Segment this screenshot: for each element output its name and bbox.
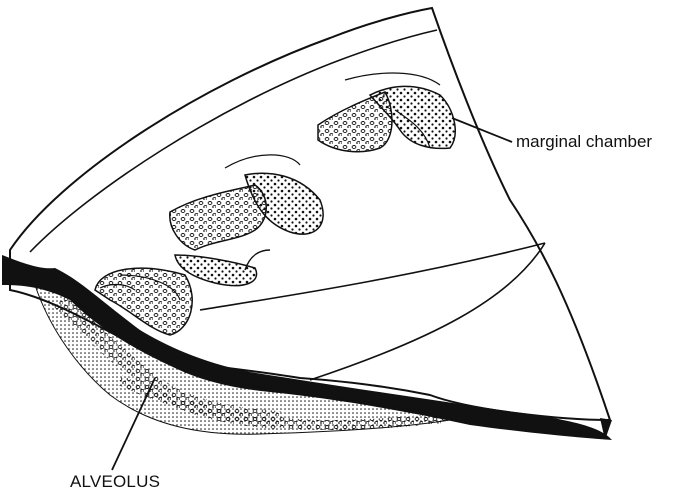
marginal-chamber-label: marginal chamber (516, 133, 652, 150)
alveolus-label: ALVEOLUS (70, 473, 160, 490)
